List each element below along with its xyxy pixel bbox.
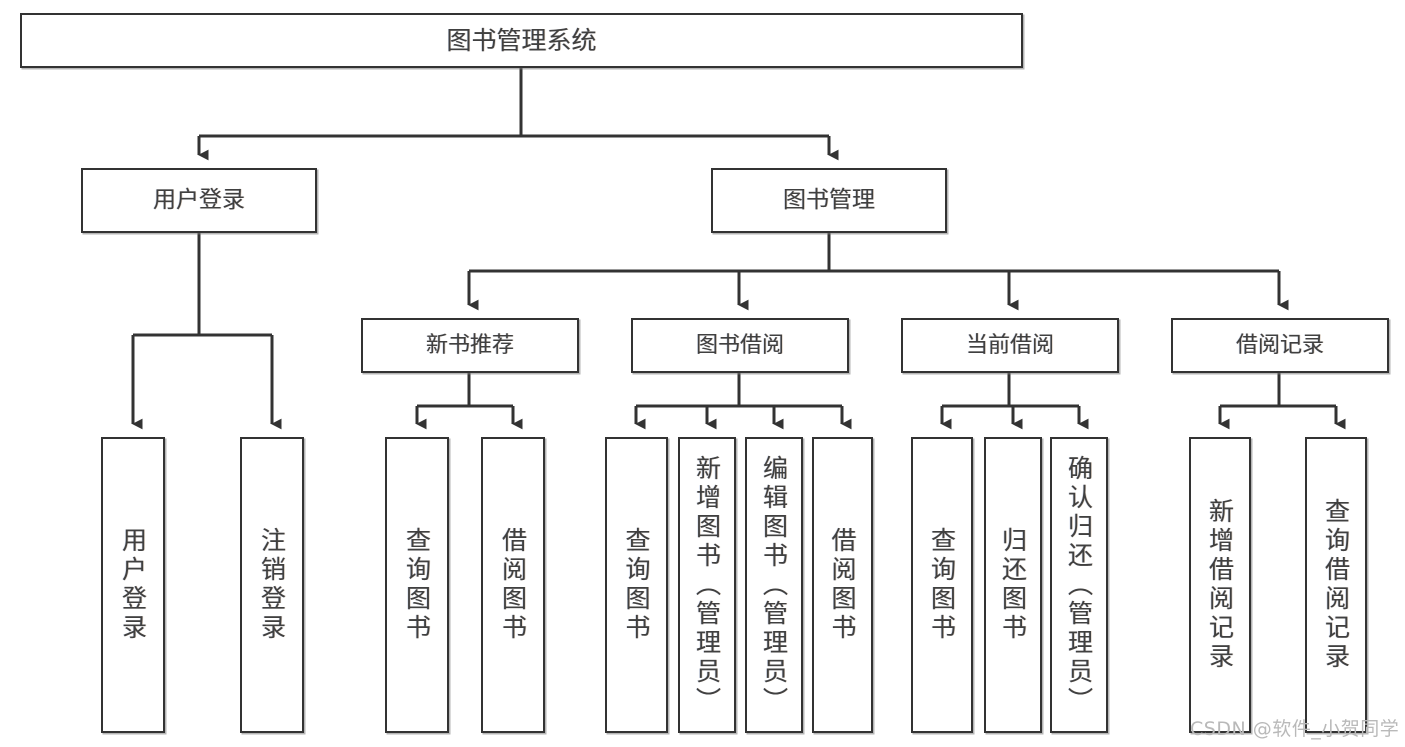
node-leaf-borrow-book-1-label: 借阅图书 [498,527,528,643]
node-borrow-record[interactable]: 借阅记录 [1171,318,1389,373]
node-leaf-borrow-book-1[interactable]: 借阅图书 [481,437,545,733]
node-new-book-rec-label: 新书推荐 [425,332,514,358]
node-leaf-return-book[interactable]: 归还图书 [984,437,1042,733]
node-leaf-edit-book[interactable]: 编辑图书（管理员） [745,437,803,733]
node-book-manage[interactable]: 图书管理 [711,168,947,233]
node-leaf-query-book-3-label: 查询图书 [927,527,957,643]
node-leaf-borrow-book-2[interactable]: 借阅图书 [812,437,873,733]
node-leaf-user-logout[interactable]: 注销登录 [240,437,304,733]
csdn-watermark: CSDN @软件_小贺同学 [1190,718,1400,740]
node-leaf-query-book-1[interactable]: 查询图书 [385,437,449,733]
node-leaf-user-login-label: 用户登录 [118,527,148,643]
node-leaf-query-book-2[interactable]: 查询图书 [605,437,668,733]
node-leaf-query-book-1-label: 查询图书 [402,527,432,643]
node-leaf-return-book-label: 归还图书 [998,527,1028,643]
node-current-borrow[interactable]: 当前借阅 [901,318,1119,373]
node-leaf-query-book-3[interactable]: 查询图书 [911,437,973,733]
node-borrow-record-label: 借阅记录 [1235,332,1324,358]
node-leaf-add-book[interactable]: 新增图书（管理员） [678,437,736,733]
node-new-book-rec[interactable]: 新书推荐 [361,318,579,373]
node-leaf-query-book-2-label: 查询图书 [622,527,651,643]
node-root[interactable]: 图书管理系统 [20,13,1023,68]
node-current-borrow-label: 当前借阅 [965,332,1054,358]
node-root-label: 图书管理系统 [446,26,597,55]
node-leaf-add-record-label: 新增借阅记录 [1205,498,1235,672]
node-leaf-add-book-label: 新增图书（管理员） [692,454,722,716]
node-leaf-query-record-label: 查询借阅记录 [1321,498,1351,672]
node-leaf-edit-book-label: 编辑图书（管理员） [759,454,789,716]
node-book-manage-label: 图书管理 [783,187,875,213]
node-leaf-confirm-return[interactable]: 确认归还（管理员） [1050,437,1108,733]
node-leaf-add-record[interactable]: 新增借阅记录 [1189,437,1251,733]
node-leaf-user-logout-label: 注销登录 [257,527,287,643]
node-book-borrow[interactable]: 图书借阅 [631,318,849,373]
node-leaf-user-login[interactable]: 用户登录 [101,437,165,733]
node-user-login[interactable]: 用户登录 [81,168,317,233]
node-leaf-borrow-book-2-label: 借阅图书 [828,527,857,643]
node-book-borrow-label: 图书借阅 [695,332,784,358]
node-user-login-label: 用户登录 [153,187,245,213]
node-leaf-query-record[interactable]: 查询借阅记录 [1305,437,1367,733]
node-leaf-confirm-return-label: 确认归还（管理员） [1064,454,1094,716]
